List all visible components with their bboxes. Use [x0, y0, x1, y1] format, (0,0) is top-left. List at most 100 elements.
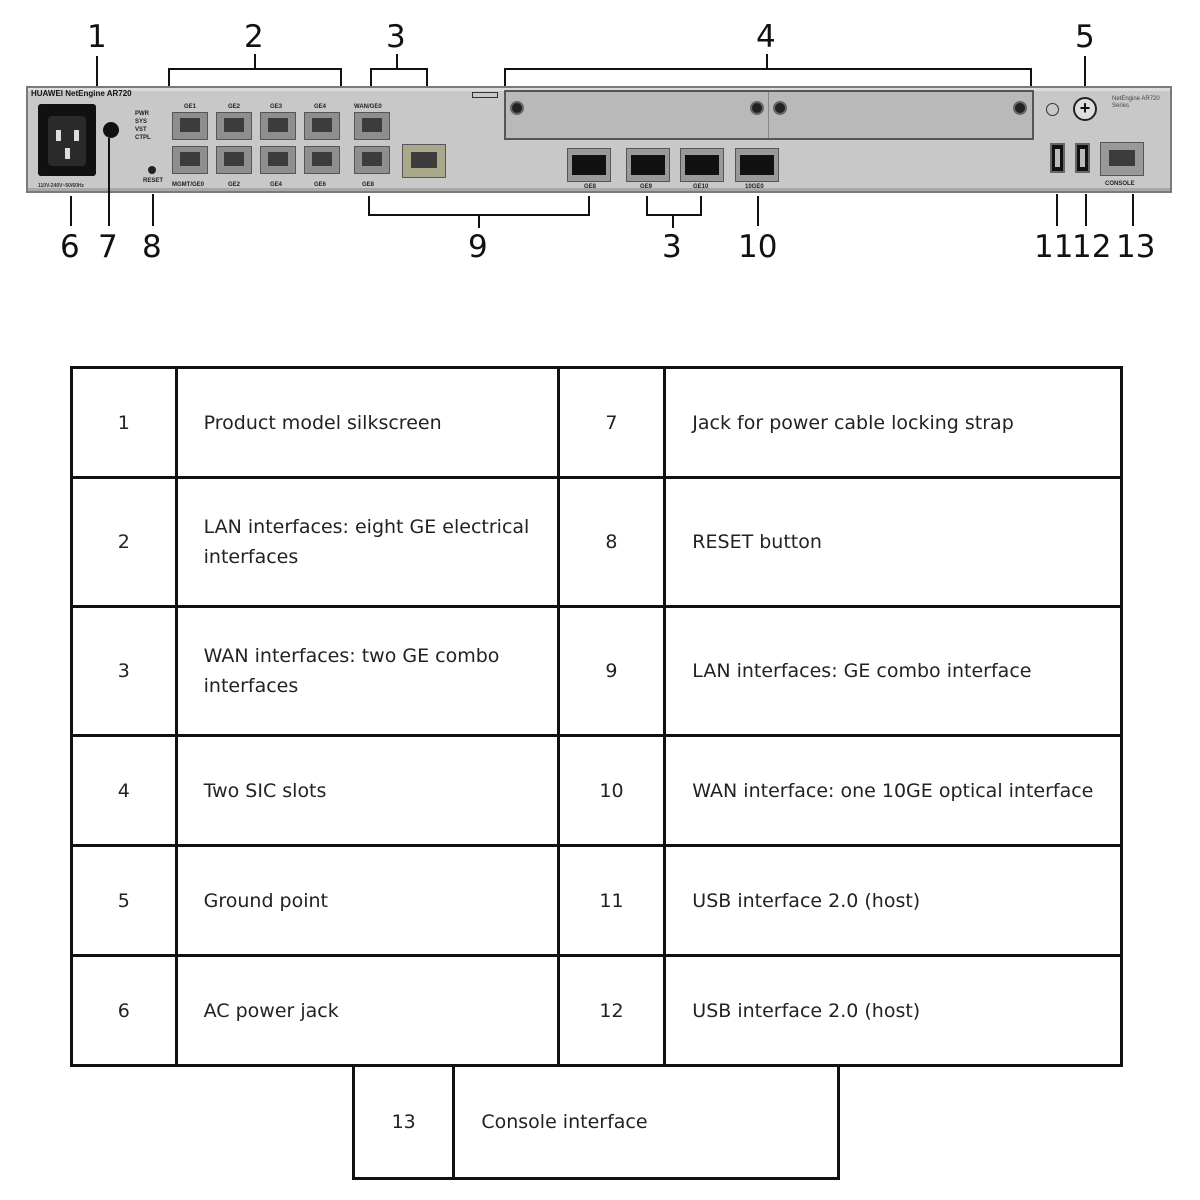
legend-description: USB interface 2.0 (host) — [663, 954, 1123, 1067]
callout-6: 6 — [60, 229, 80, 265]
legend-description: Console interface — [452, 1064, 840, 1180]
product-model-silkscreen: HUAWEI NetEngine AR720 — [31, 89, 132, 98]
callout-1: 1 — [87, 19, 107, 55]
usb-port — [1050, 143, 1065, 173]
led-label: SYS — [135, 119, 148, 125]
lan-rj45-port — [304, 112, 340, 140]
bracket-2 — [168, 68, 342, 70]
callout-13: 13 — [1116, 229, 1156, 265]
sic-screw — [773, 101, 787, 115]
wan-combo-label: WAN/GE0 — [354, 104, 382, 110]
ground-point-icon: + — [1073, 97, 1097, 121]
lan-port-label: GE1 — [184, 104, 197, 110]
usb-port — [1075, 143, 1090, 173]
table-row: 4 Two SIC slots 10 WAN interface: one 10… — [70, 734, 1123, 847]
callout-12: 12 — [1072, 229, 1112, 265]
lan-rj45-port — [260, 146, 296, 174]
led-label: CTPL — [135, 135, 151, 141]
lan-port-label: GE6 — [314, 182, 327, 188]
legend-description: Product model silkscreen — [174, 366, 560, 479]
bracket-9-stem — [478, 214, 480, 228]
legend-number: 12 — [556, 954, 667, 1067]
legend-description: AC power jack — [174, 954, 560, 1067]
leader-1 — [96, 56, 98, 86]
callout-5: 5 — [1075, 19, 1095, 55]
leader-7 — [108, 138, 110, 226]
bracket-4-left — [504, 68, 506, 90]
legend-number: 4 — [70, 734, 178, 847]
sfp-label: GE8 — [584, 184, 597, 190]
bracket-9-left — [368, 196, 370, 216]
callout-11: 11 — [1034, 229, 1074, 265]
console-port — [1100, 142, 1144, 176]
legend-description: USB interface 2.0 (host) — [663, 844, 1123, 957]
legend-description: WAN interfaces: two GE combo interfaces — [174, 605, 560, 737]
lan-rj45-port — [216, 146, 252, 174]
leader-8 — [152, 194, 154, 226]
bracket-9-right — [588, 196, 590, 216]
wan-combo-sfp-port — [680, 148, 724, 182]
sic-screw — [750, 101, 764, 115]
leader-12 — [1085, 194, 1087, 226]
lan-port-label: GE2 — [228, 182, 241, 188]
callout-4: 4 — [756, 19, 776, 55]
legend-description: Jack for power cable locking strap — [663, 366, 1123, 479]
legend-number: 8 — [556, 476, 667, 608]
ground-symbol-icon — [1046, 103, 1059, 116]
sic-screw — [1013, 101, 1027, 115]
locking-strap-jack — [103, 122, 119, 138]
series-silkscreen: NetEngine AR720 Series — [1112, 96, 1160, 109]
bracket-4-stem — [766, 54, 768, 69]
lan-port-label: GE3 — [270, 104, 283, 110]
bracket-3-top — [370, 68, 428, 70]
sic-slots — [504, 90, 1034, 140]
lan-port-label: GE4 — [270, 182, 283, 188]
led-label: PWR — [135, 111, 149, 117]
bracket-3-stem — [396, 54, 398, 69]
sfp-label: GE9 — [640, 184, 653, 190]
legend-description: Two SIC slots — [174, 734, 560, 847]
lan-port-label: GE4 — [314, 104, 327, 110]
legend-number: 7 — [556, 366, 667, 479]
legend-number: 6 — [70, 954, 178, 1067]
lan-rj45-port — [304, 146, 340, 174]
power-pin — [56, 130, 61, 141]
bracket-4-right — [1030, 68, 1032, 90]
table-row: 1 Product model silkscreen 7 Jack for po… — [70, 366, 1123, 479]
bracket-2-left — [168, 68, 170, 94]
power-pin — [65, 148, 70, 159]
bracket-3-left — [370, 68, 372, 94]
callout-7: 7 — [98, 229, 118, 265]
callout-3-top: 3 — [386, 19, 406, 55]
bracket-4 — [504, 68, 1032, 70]
legend-number: 13 — [351, 1064, 456, 1180]
callout-10: 10 — [738, 229, 778, 265]
sfp-label: GE10 — [693, 184, 709, 190]
legend-number: 2 — [70, 476, 178, 608]
legend-description: RESET button — [663, 476, 1123, 608]
legend-number: 9 — [556, 605, 667, 737]
lan-rj45-port — [172, 112, 208, 140]
bracket-3b-stem — [672, 214, 674, 228]
lan-port-label: GE2 — [228, 104, 241, 110]
legend-number: 10 — [556, 734, 667, 847]
power-rating-label: 110V-240V~50/60Hz — [38, 183, 85, 189]
table-row: 2 LAN interfaces: eight GE electrical in… — [70, 476, 1123, 608]
leader-11 — [1056, 194, 1058, 226]
legend-number: 1 — [70, 366, 178, 479]
reset-button — [148, 166, 156, 174]
legend-number: 11 — [556, 844, 667, 957]
legend-table: 1 Product model silkscreen 7 Jack for po… — [70, 366, 1123, 1067]
lan-port-label: MGMT/GE0 — [172, 182, 205, 188]
callout-2: 2 — [244, 19, 264, 55]
leader-10 — [757, 196, 759, 226]
leader-6 — [70, 196, 72, 226]
bracket-3b-left — [646, 196, 648, 216]
legend-description: LAN interfaces: GE combo interface — [663, 605, 1123, 737]
legend-table-last: 13 Console interface — [351, 1064, 840, 1180]
table-row: 6 AC power jack 12 USB interface 2.0 (ho… — [70, 954, 1123, 1067]
sfp-label: 10GE0 — [745, 184, 764, 190]
callout-8: 8 — [142, 229, 162, 265]
bracket-3b — [646, 214, 702, 216]
slot-indicator — [472, 92, 498, 98]
